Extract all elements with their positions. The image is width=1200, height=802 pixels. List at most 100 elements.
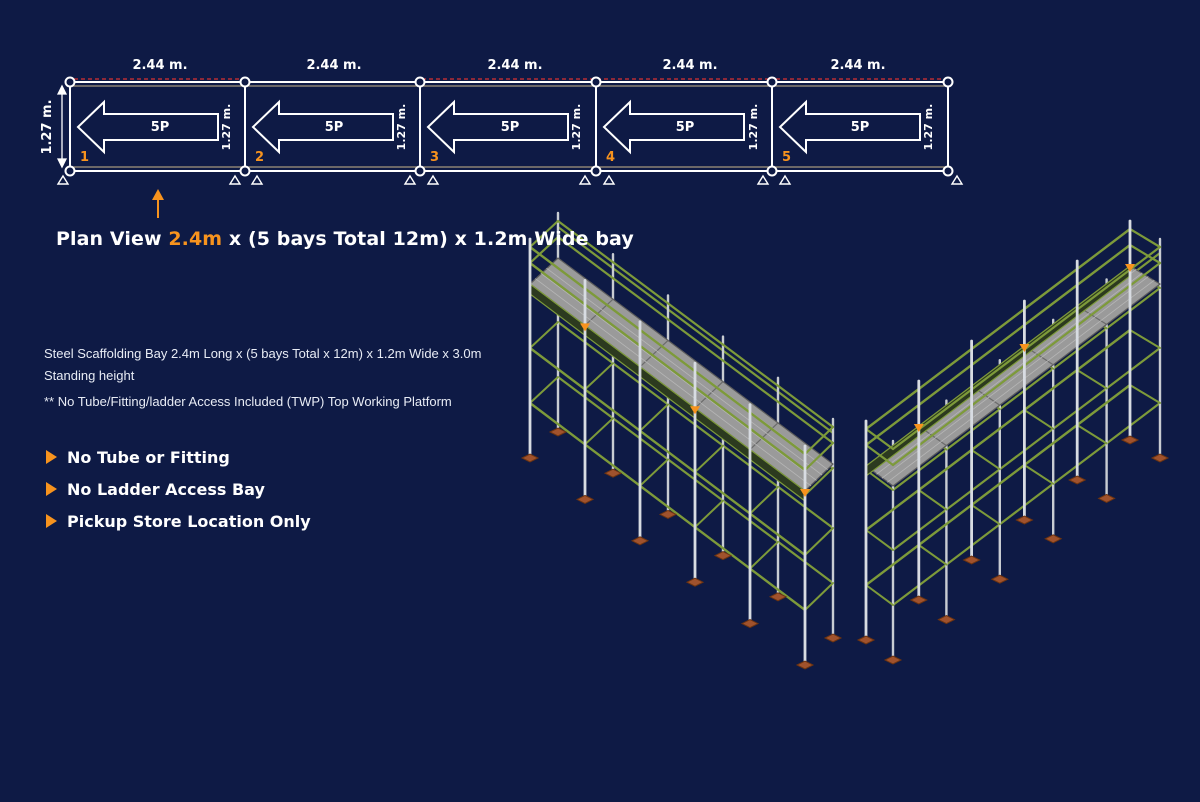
plan-bay-4: 5P 1.27 m. 4 — [602, 99, 760, 165]
transom — [584, 362, 614, 391]
platform-arrow-5 — [778, 99, 921, 155]
guard-rail — [864, 387, 920, 431]
platform-label-4: 5P — [676, 120, 695, 135]
transom — [865, 584, 894, 606]
transom — [804, 467, 834, 496]
bay-width-label-1: 2.44 m. — [132, 58, 187, 73]
coupler-icon — [580, 323, 590, 332]
guard-rail-far — [776, 384, 835, 429]
base-plate — [823, 633, 843, 643]
far-ledger — [776, 390, 835, 435]
base-plate — [937, 615, 956, 625]
end-rail — [1128, 227, 1162, 249]
bullet-triangle-icon — [46, 482, 57, 496]
near-ledger — [693, 471, 752, 515]
coupler-icon — [690, 406, 700, 415]
near-ledger — [864, 488, 920, 532]
transom — [1129, 329, 1161, 349]
description-line-2: ** No Tube/Fitting/ladder Access Include… — [44, 394, 452, 409]
transom — [1023, 464, 1055, 485]
far-ledger — [1105, 286, 1162, 330]
transom — [639, 458, 669, 487]
transom — [529, 376, 559, 404]
end-rail — [803, 441, 835, 472]
guard-rail — [528, 261, 587, 306]
deck-grain — [535, 278, 811, 487]
near-ledger — [1023, 368, 1079, 412]
deck-joint — [584, 298, 614, 326]
guard-rail — [638, 344, 697, 389]
guard-rail-far — [1052, 286, 1108, 329]
deck-grain — [876, 272, 1143, 475]
platform-label-3: 5P — [501, 120, 520, 135]
plan-support-triangles — [56, 174, 964, 185]
end-rail — [528, 219, 560, 249]
base-plate — [856, 635, 876, 645]
transom — [1076, 369, 1108, 390]
far-ledger — [998, 367, 1055, 411]
plan-frame — [69, 81, 949, 172]
plan-bay-2: 5P 1.27 m. 2 — [251, 99, 408, 165]
near-ledger — [528, 401, 587, 446]
base-plate — [1015, 515, 1034, 525]
transom — [694, 444, 724, 474]
near-ledger — [917, 448, 973, 492]
end-rail — [864, 427, 895, 451]
far-ledger — [1052, 387, 1108, 430]
guard-rail — [1023, 267, 1079, 311]
transom — [1076, 424, 1108, 445]
base-plate — [713, 551, 733, 561]
deck-grain — [881, 276, 1149, 479]
guard-rail — [693, 386, 752, 430]
base-plate — [1097, 493, 1116, 503]
base-plate — [630, 536, 650, 546]
near-ledger — [748, 512, 807, 557]
platform-arrow-3 — [426, 99, 569, 155]
base-plate — [603, 468, 623, 478]
guard-rail — [917, 347, 973, 391]
near-ledger — [1075, 383, 1132, 427]
bay-width-label-3: 2.44 m. — [487, 58, 542, 73]
near-ledger — [638, 484, 697, 529]
platform-label-2: 5P — [325, 120, 344, 135]
end-rail — [1128, 243, 1162, 265]
coupler-icon — [1125, 264, 1135, 272]
base-plate — [768, 592, 788, 602]
feature-item: Pickup Store Location Only — [46, 505, 311, 537]
description-line-1: Steel Scaffolding Bay 2.4m Long x (5 bay… — [44, 346, 482, 383]
transom — [804, 527, 834, 556]
bay-number-3: 3 — [430, 150, 439, 165]
transom — [865, 529, 894, 551]
transom — [529, 321, 559, 349]
base-plate — [883, 655, 903, 665]
guard-rail — [748, 427, 807, 472]
plan-ledger-lines — [70, 85, 948, 168]
base-plate — [575, 494, 595, 504]
feature-label: No Tube or Fitting — [67, 447, 230, 467]
scaffold-3d-right — [856, 219, 1170, 665]
near-ledger — [528, 346, 587, 391]
guard-rail-far — [945, 367, 1001, 410]
guard-rail-far — [666, 302, 725, 346]
base-plate — [1068, 475, 1087, 485]
guard-rail — [917, 363, 973, 407]
guard-rail — [638, 328, 697, 373]
near-ledger — [1075, 328, 1132, 372]
plan-caption-accent: 2.4m — [168, 228, 223, 250]
guard-rail-far — [721, 359, 780, 403]
guard-rail — [970, 323, 1026, 367]
depth-dimension — [56, 84, 68, 169]
plan-bay-1: 5P 1.27 m. 1 — [76, 99, 233, 165]
guard-rail-far — [998, 342, 1055, 386]
end-rail — [528, 235, 560, 265]
near-ledger — [917, 503, 973, 547]
far-ledger — [1105, 401, 1162, 445]
deck-grain — [887, 279, 1155, 483]
guard-rail-far — [611, 261, 670, 305]
scaffold-3d-left — [520, 211, 843, 670]
guard-rail — [1075, 243, 1132, 287]
inner-depth-label-2: 1.27 m. — [395, 104, 408, 151]
plan-view: 2.44 m. 2.44 m. 2.44 m. 2.44 m. 2.44 m. … — [40, 58, 964, 218]
transom — [917, 544, 948, 566]
deck-grain — [546, 267, 823, 476]
